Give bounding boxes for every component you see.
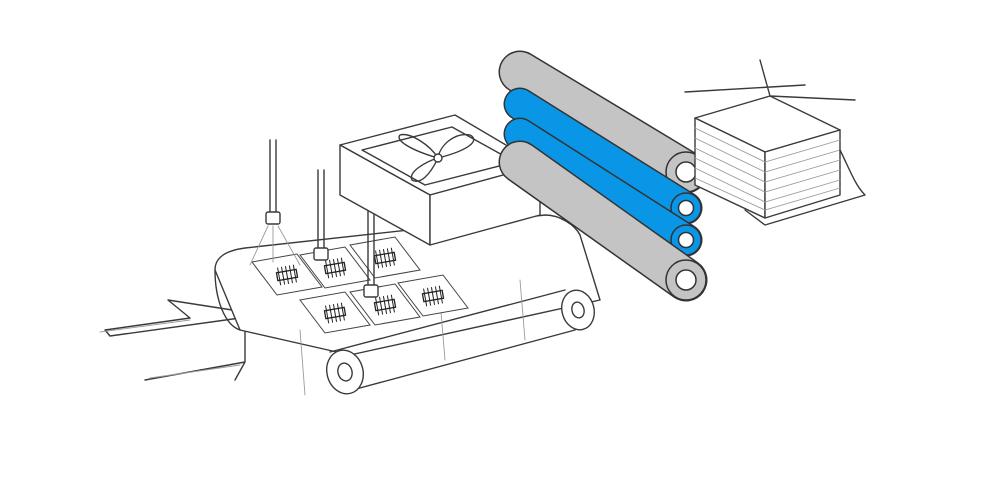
roller-4 xyxy=(498,140,708,302)
dispensing-nozzles xyxy=(249,139,379,298)
chip-icon xyxy=(275,264,299,286)
rollers xyxy=(498,50,708,302)
printed-sheet xyxy=(251,253,323,296)
back-roller-end xyxy=(561,289,595,331)
paper-stack xyxy=(684,59,866,226)
printed-sheet xyxy=(397,274,469,317)
fan-dryer-box xyxy=(339,114,541,246)
chip-icon xyxy=(323,257,347,279)
printed-sheet xyxy=(299,291,371,334)
input-arrow xyxy=(99,299,246,381)
chip-icon xyxy=(421,285,445,307)
fan-icon xyxy=(398,133,475,182)
chip-icon xyxy=(373,294,397,316)
chip-icon xyxy=(373,247,397,269)
chip-icon xyxy=(323,302,347,324)
roller-2 xyxy=(503,87,703,225)
front-roller-end xyxy=(326,349,364,395)
